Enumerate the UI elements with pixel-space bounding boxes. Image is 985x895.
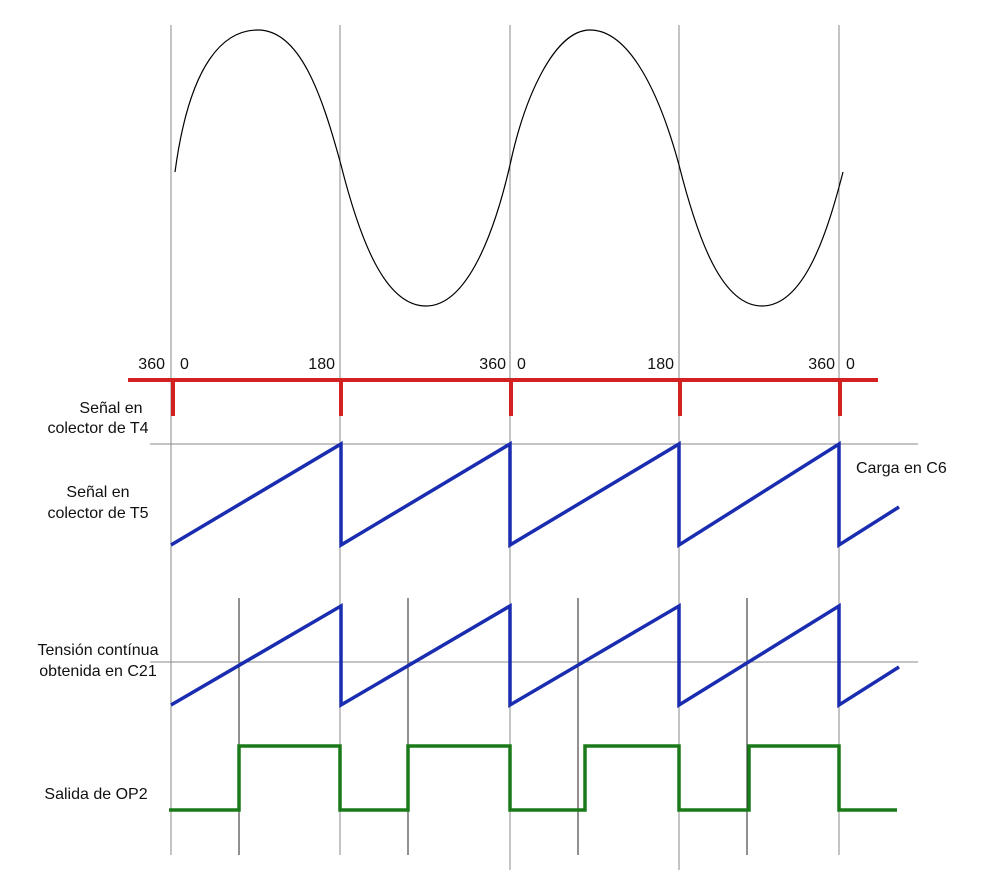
row-labels: Señal en colector de T4 Señal en colecto… — [38, 400, 159, 803]
degree-label: 360 — [479, 356, 506, 373]
degree-label: 0 — [846, 356, 855, 373]
threshold-crossing-lines — [238, 598, 748, 855]
degree-label: 360 — [808, 356, 835, 373]
c6-charge-annotation: Carga en C6 — [856, 460, 947, 477]
sine-wave — [174, 29, 844, 307]
t5-sawtooth-wave — [170, 440, 900, 549]
t4-row-label-line2: colector de T4 — [47, 420, 148, 437]
degree-label: 0 — [180, 356, 189, 373]
degree-label: 180 — [308, 356, 335, 373]
degree-labels: 360 0 180 360 0 180 360 0 — [138, 356, 855, 373]
degree-label: 360 — [138, 356, 165, 373]
pulse-axis — [128, 378, 878, 416]
c21-row-label-line2: obtenida en C21 — [39, 663, 157, 680]
op2-row-label: Salida de OP2 — [44, 786, 147, 803]
t5-row-label-line2: colector de T5 — [47, 505, 148, 522]
t5-row-label-line1: Señal en — [66, 484, 129, 501]
degree-label: 0 — [517, 356, 526, 373]
c21-row-label-line1: Tensión contínua — [38, 642, 159, 659]
t4-row-label-line1: Señal en — [79, 400, 142, 417]
c21-sawtooth-wave — [170, 602, 900, 709]
horizontal-reference-lines — [150, 443, 918, 663]
degree-label: 180 — [647, 356, 674, 373]
op2-square-wave — [169, 744, 897, 812]
